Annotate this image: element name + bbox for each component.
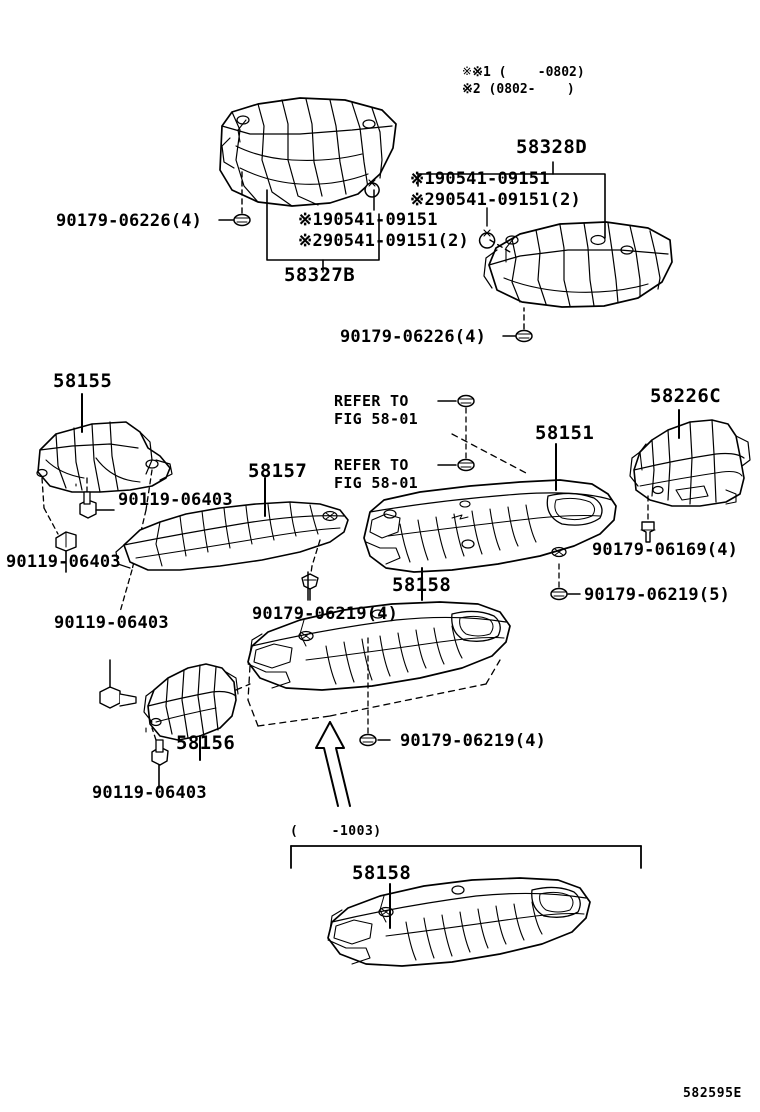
clip-label-right-1[interactable]: ※190541-09151 — [410, 169, 550, 189]
part-label-58158[interactable]: 58158 — [392, 574, 452, 596]
part-label-58157[interactable]: 58157 — [248, 460, 308, 482]
bolt-label-90119-a[interactable]: 90119-06403 — [118, 490, 233, 510]
clip-label-right-2[interactable]: ※290541-09151(2) — [410, 190, 581, 210]
legend-line-2: ※2 (0802- ) — [462, 82, 575, 97]
leader-top-left-bolt — [218, 171, 251, 227]
bolt-label-90119-d[interactable]: 90119-06403 — [92, 783, 207, 803]
bolt-glyph-90179-06169 — [640, 495, 656, 543]
part-label-58155[interactable]: 58155 — [53, 370, 113, 392]
bolt-label-90179-06226-right[interactable]: 90179-06226(4) — [340, 327, 487, 347]
part-58328d-shape — [483, 221, 673, 308]
part-58157-shape — [115, 501, 349, 571]
part-label-58328d[interactable]: 58328D — [516, 136, 588, 158]
part-58226c-shape — [629, 419, 751, 507]
bolt-label-90179-06226-left[interactable]: 90179-06226(4) — [56, 211, 203, 231]
bolt-glyph-90179-06219-a — [301, 573, 319, 601]
leader-58155-bolt-left — [41, 477, 59, 535]
part-58327b-shape — [219, 97, 397, 207]
part-58156-shape — [143, 663, 239, 741]
part-label-58158-variant[interactable]: 58158 — [352, 862, 412, 884]
variant-arrow — [315, 721, 351, 807]
leader-58157-bolt — [309, 539, 321, 581]
part-label-58226c[interactable]: 58226C — [650, 385, 722, 407]
bolt-glyph-90119-d — [145, 727, 169, 789]
variant-range-label: ( -1003) — [290, 824, 382, 839]
clip-label-left-1[interactable]: ※190541-09151 — [298, 210, 438, 230]
legend-line-1: ※※1 ( -0802) — [462, 64, 585, 80]
leader-top-right-bolt — [502, 307, 533, 343]
bolt-glyph-90119-c — [99, 659, 137, 709]
leader-90179-06219-b — [359, 637, 391, 747]
leader-58156-to-58158 — [235, 683, 251, 691]
part-58158-variant-shape — [327, 877, 591, 967]
clip-glyph-58328d — [478, 229, 511, 253]
part-58155-shape — [36, 421, 173, 493]
zone-dashes-58158 — [247, 659, 501, 727]
bolt-label-90119-c[interactable]: 90119-06403 — [54, 613, 169, 633]
bolt-label-90179-06219-a[interactable]: 90179-06219(4) — [252, 604, 399, 624]
part-58151-shape — [363, 479, 617, 573]
part-label-58151[interactable]: 58151 — [535, 422, 595, 444]
part-label-58327b[interactable]: 58327B — [284, 264, 356, 286]
part-label-58156[interactable]: 58156 — [176, 732, 236, 754]
diagram-code: 582595E — [683, 1086, 742, 1101]
leader-refer-to-panel — [451, 433, 529, 475]
leader-refer-a — [437, 394, 475, 463]
variant-range-bracket — [290, 845, 642, 869]
leader-90179-06219-c — [550, 559, 581, 601]
bolt-label-90119-b[interactable]: 90119-06403 — [6, 552, 121, 572]
leader-refer-b — [437, 458, 475, 472]
clip-glyph-58327b — [364, 179, 380, 211]
bolt-label-90179-06169[interactable]: 90179-06169(4) — [592, 540, 739, 560]
bolt-label-90179-06219-c[interactable]: 90179-06219(5) — [584, 585, 731, 605]
clip-label-left-2[interactable]: ※290541-09151(2) — [298, 231, 469, 251]
bolt-label-90179-06219-b[interactable]: 90179-06219(4) — [400, 731, 547, 751]
bolt-glyph-90119-b — [75, 477, 115, 519]
